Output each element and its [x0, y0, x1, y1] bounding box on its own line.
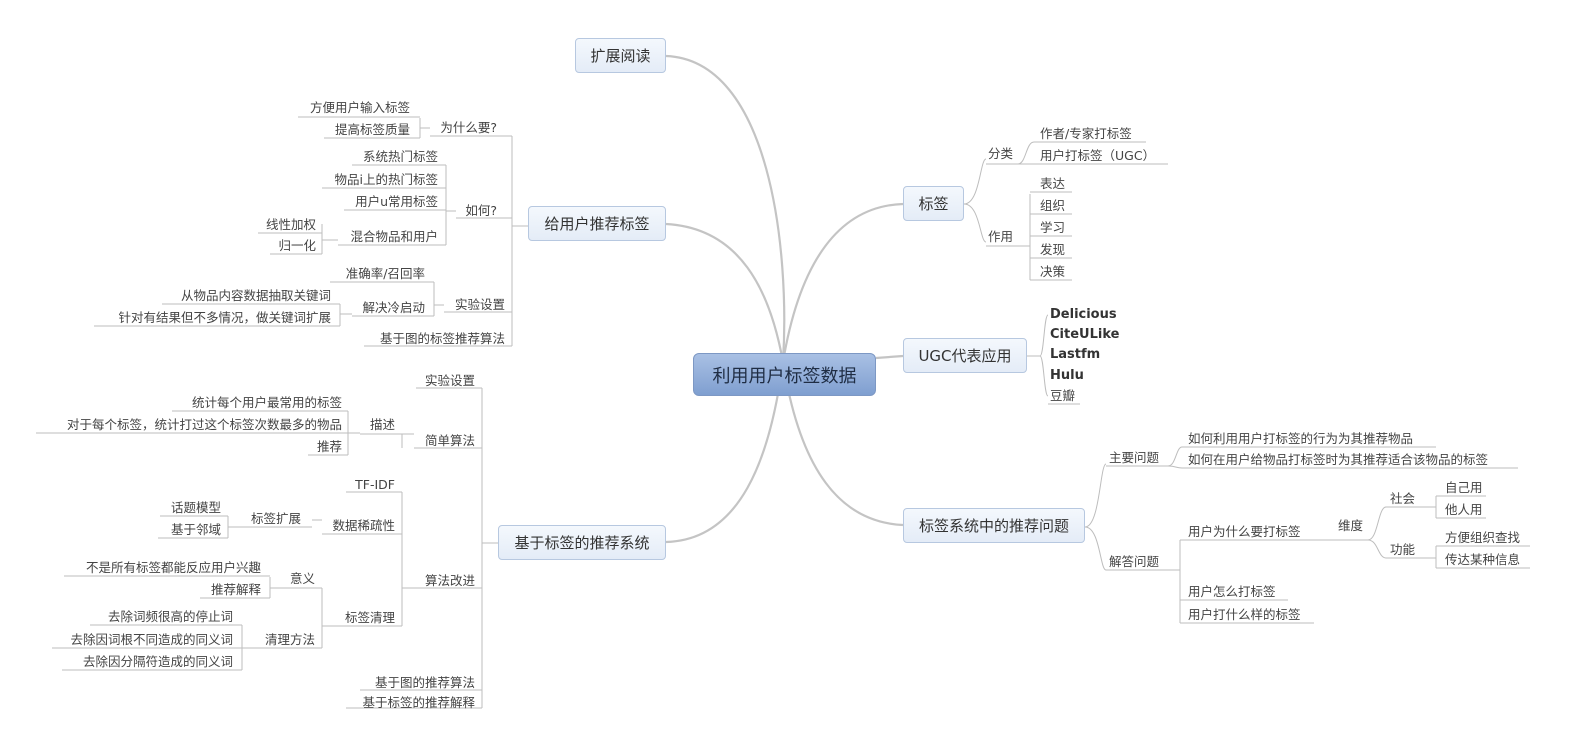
- node-cold-start[interactable]: 解决冷启动: [362, 300, 425, 315]
- node-main-problem-2[interactable]: 如何在用户给物品打标签时为其推荐适合该物品的标签: [1188, 452, 1489, 467]
- node-decide[interactable]: 决策: [1040, 264, 1066, 279]
- node-describe[interactable]: 描述: [369, 417, 395, 432]
- node-function-dim[interactable]: 功能: [1390, 542, 1416, 557]
- topic-tag[interactable]: 标签: [903, 186, 964, 221]
- node-algo-improve[interactable]: 算法改进: [424, 573, 475, 588]
- node-item-hot[interactable]: 物品i上的热门标签: [334, 172, 438, 187]
- node-why-tag[interactable]: 用户为什么要打标签: [1188, 524, 1301, 539]
- node-expert-tagging[interactable]: 作者/专家打标签: [1040, 126, 1132, 141]
- node-system-hot[interactable]: 系统热门标签: [362, 149, 438, 164]
- node-delicious[interactable]: Delicious: [1050, 307, 1117, 322]
- node-simple-algo[interactable]: 简单算法: [424, 433, 475, 448]
- node-tag-explain[interactable]: 基于标签的推荐解释: [362, 695, 475, 710]
- node-why[interactable]: 为什么要?: [440, 120, 497, 135]
- node-neighborhood[interactable]: 基于邻域: [170, 522, 221, 537]
- connector-tag: [781, 202, 904, 363]
- node-mix[interactable]: 混合物品和用户: [350, 229, 438, 244]
- node-easy-input[interactable]: 方便用户输入标签: [309, 100, 410, 115]
- node-hulu[interactable]: Hulu: [1050, 368, 1084, 383]
- node-express[interactable]: 表达: [1040, 176, 1066, 191]
- node-linear-weight[interactable]: 线性加权: [265, 217, 316, 232]
- node-tag-top-items[interactable]: 对于每个标签，统计打过这个标签次数最多的物品: [66, 417, 342, 432]
- node-improve-quality[interactable]: 提高标签质量: [334, 122, 410, 137]
- node-main-problem-1[interactable]: 如何利用用户打标签的行为为其推荐物品: [1188, 431, 1414, 446]
- node-tfidf[interactable]: TF-IDF: [355, 477, 395, 492]
- connector-ugc: [875, 354, 904, 360]
- node-how[interactable]: 如何?: [465, 203, 497, 218]
- topic-tag-recsys[interactable]: 基于标签的推荐系统: [498, 525, 666, 560]
- topic-ugc-apps[interactable]: UGC代表应用: [903, 338, 1027, 373]
- node-rec-explain[interactable]: 推荐解释: [210, 582, 261, 597]
- node-graph-tag-rec[interactable]: 基于图的标签推荐算法: [379, 331, 505, 346]
- node-classification[interactable]: 分类: [988, 146, 1014, 161]
- node-convey-info[interactable]: 传达某种信息: [1445, 552, 1521, 567]
- node-function[interactable]: 作用: [988, 229, 1014, 244]
- topic-recommend-problems[interactable]: 标签系统中的推荐问题: [903, 508, 1085, 543]
- node-what-tag[interactable]: 用户打什么样的标签: [1188, 607, 1301, 622]
- sub-branches: [36, 116, 1530, 709]
- node-topic-model[interactable]: 话题模型: [170, 500, 221, 515]
- node-stopwords[interactable]: 去除词频很高的停止词: [107, 609, 233, 624]
- node-self-use[interactable]: 自己用: [1445, 480, 1483, 495]
- node-learn[interactable]: 学习: [1040, 220, 1066, 235]
- topic-extended-reading[interactable]: 扩展阅读: [575, 38, 666, 73]
- node-user-top-tags[interactable]: 统计每个用户最常用的标签: [191, 395, 342, 410]
- node-separator-synonyms[interactable]: 去除因分隔符造成的同义词: [82, 654, 233, 669]
- central-topic[interactable]: 利用用户标签数据: [693, 353, 876, 396]
- node-exp-setup[interactable]: 实验设置: [454, 297, 505, 312]
- node-user-tagging[interactable]: 用户打标签（UGC）: [1040, 148, 1156, 163]
- node-precision-recall[interactable]: 准确率/召回率: [345, 266, 425, 281]
- node-social[interactable]: 社会: [1390, 491, 1416, 506]
- node-tag-expansion[interactable]: 标签扩展: [250, 511, 301, 526]
- node-citeulike[interactable]: CiteULike: [1050, 327, 1120, 342]
- node-main-problems[interactable]: 主要问题: [1109, 450, 1160, 465]
- node-discover[interactable]: 发现: [1040, 242, 1066, 257]
- node-not-all-tags[interactable]: 不是所有标签都能反应用户兴趣: [85, 560, 261, 575]
- node-exp-setup-2[interactable]: 实验设置: [424, 373, 475, 388]
- node-dimension[interactable]: 维度: [1338, 518, 1364, 533]
- node-organize[interactable]: 组织: [1040, 198, 1066, 213]
- node-stem-synonyms[interactable]: 去除因词根不同造成的同义词: [70, 632, 233, 647]
- node-recommend[interactable]: 推荐: [316, 439, 342, 454]
- node-organize-find[interactable]: 方便组织查找: [1445, 530, 1521, 545]
- topic-recommend-tags[interactable]: 给用户推荐标签: [528, 206, 666, 241]
- node-lastfm[interactable]: Lastfm: [1050, 347, 1101, 362]
- node-tag-cleaning[interactable]: 标签清理: [344, 610, 395, 625]
- node-graph-rec[interactable]: 基于图的推荐算法: [374, 675, 475, 690]
- node-extract-keywords[interactable]: 从物品内容数据抽取关键词: [180, 288, 331, 303]
- node-sparsity[interactable]: 数据稀疏性: [332, 518, 395, 533]
- main-branches: [665, 54, 904, 544]
- node-how-tag[interactable]: 用户怎么打标签: [1188, 584, 1276, 599]
- connector-problems: [781, 361, 904, 527]
- connector-extended-reading: [665, 54, 786, 363]
- node-answer-problems[interactable]: 解答问题: [1109, 554, 1160, 569]
- node-normalize[interactable]: 归一化: [278, 238, 316, 253]
- connector-recommend-tags: [665, 222, 785, 363]
- node-user-common[interactable]: 用户u常用标签: [355, 194, 438, 209]
- connector-tag-recsys: [665, 361, 785, 544]
- node-clean-method[interactable]: 清理方法: [264, 632, 315, 647]
- node-douban[interactable]: 豆瓣: [1050, 388, 1076, 403]
- node-meaning[interactable]: 意义: [289, 571, 315, 586]
- node-others-use[interactable]: 他人用: [1445, 502, 1483, 517]
- node-keyword-expand[interactable]: 针对有结果但不多情况，做关键词扩展: [118, 310, 331, 325]
